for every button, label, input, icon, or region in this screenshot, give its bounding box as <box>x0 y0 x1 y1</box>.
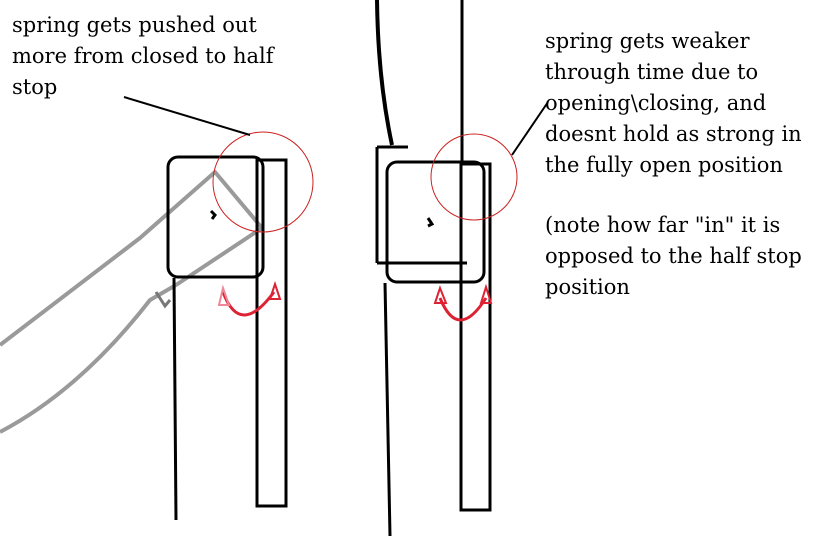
left-highlight-circle <box>212 131 314 233</box>
right-pointer-line <box>511 101 549 156</box>
left-hinge-assembly <box>0 96 314 521</box>
right-motion-arrow <box>433 283 493 322</box>
left-door-arm-upper <box>0 170 264 347</box>
left-pivot-box <box>166 155 265 279</box>
right-door-edge <box>375 0 394 146</box>
annotation-left: spring gets pushed out more from closed … <box>12 13 274 99</box>
right-pivot-box <box>385 160 486 284</box>
left-pivot-dot <box>209 209 217 220</box>
right-highlight-circle <box>430 133 518 221</box>
left-rail <box>172 277 178 521</box>
right-spring-strip <box>459 162 492 512</box>
left-arm-hook <box>154 291 172 309</box>
annotation-right-main: spring gets weaker through time due to o… <box>545 29 802 177</box>
right-rail <box>383 282 392 537</box>
left-spring-strip <box>255 158 288 508</box>
right-pivot-dot <box>426 217 435 228</box>
left-motion-arrow <box>217 280 282 317</box>
left-door-arm-lower <box>0 283 177 434</box>
annotation-right-note: (note how far "in" it is opposed to the … <box>545 213 802 299</box>
right-hinge-assembly <box>375 0 549 537</box>
left-pointer-line <box>123 96 251 136</box>
